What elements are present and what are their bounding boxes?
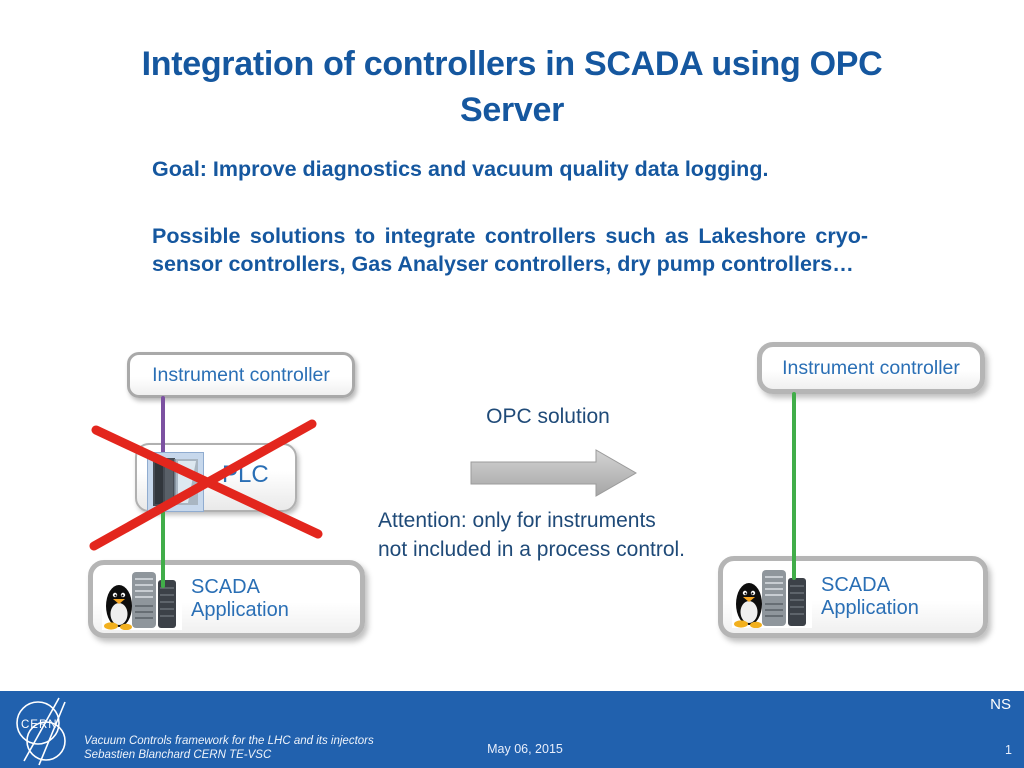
cern-logo-icon: CERN (16, 697, 66, 766)
green-connector-line-left (161, 500, 165, 588)
purple-connector-line (161, 396, 165, 456)
right-instrument-controller-label: Instrument controller (782, 356, 960, 379)
footer-date: May 06, 2015 (487, 742, 563, 756)
footer-credit: Vacuum Controls framework for the LHC an… (84, 735, 374, 762)
tux-servers-icon (102, 568, 182, 630)
footer-section-label: NS (990, 696, 1011, 713)
green-connector-line-right (792, 392, 796, 580)
footer-credit-line2: Sebastien Blanchard CERN TE-VSC (84, 748, 272, 761)
slide-title: Integration of controllers in SCADA usin… (141, 45, 883, 129)
goal-text: Goal: Improve diagnostics and vacuum qua… (152, 157, 769, 181)
right-instrument-controller-box: Instrument controller (757, 342, 985, 394)
opc-solution-label: OPC solution (486, 405, 610, 428)
footer-credit-line1: Vacuum Controls framework for the LHC an… (84, 735, 374, 747)
footer-bar: CERN Vacuum Controls framework for the L… (0, 691, 1024, 768)
left-instrument-controller-box: Instrument controller (127, 352, 355, 398)
cern-logo-text: CERN (21, 719, 58, 731)
body-paragraph: Possible solutions to integrate controll… (152, 224, 868, 276)
left-instrument-controller-label: Instrument controller (152, 363, 330, 386)
right-scada-application-box: SCADA Application (718, 556, 988, 638)
attention-line1: Attention: only for instruments (378, 509, 656, 532)
right-scada-application-label: SCADA Application (821, 574, 919, 619)
attention-line2: not included in a process control. (378, 537, 686, 561)
red-cross-icon (89, 419, 323, 551)
footer-page-number: 1 (1005, 743, 1012, 757)
right-arrow-icon (470, 449, 638, 497)
attention-note: Attention: only for instruments not incl… (378, 507, 685, 564)
left-scada-application-box: SCADA Application (88, 560, 365, 638)
left-scada-application-label: SCADA Application (191, 576, 289, 621)
tux-servers-icon (732, 566, 812, 628)
